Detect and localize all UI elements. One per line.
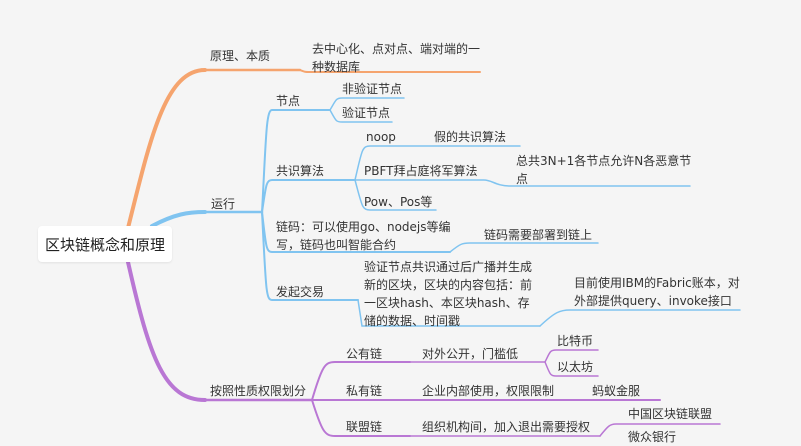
edge-operation-initiate bbox=[261, 211, 359, 301]
node-principle[interactable]: 原理、本质 bbox=[210, 49, 271, 63]
edge-root-permission bbox=[126, 260, 207, 402]
node-china-alliance[interactable]: 中国区块链联盟 bbox=[628, 407, 713, 421]
node-non-verify[interactable]: 非验证节点 bbox=[342, 82, 403, 96]
node-noop[interactable]: noop bbox=[366, 130, 396, 144]
edge-principle-desc bbox=[299, 69, 481, 73]
edge-public-ethereum bbox=[544, 361, 599, 377]
node-ant[interactable]: 蚂蚁金服 bbox=[592, 384, 641, 398]
node-principle-desc[interactable]: 去中心化、点对点、端对端的一种数据库 bbox=[312, 42, 481, 74]
node-pbft[interactable]: PBFT拜占庭将军算法 bbox=[364, 164, 478, 178]
root-node[interactable]: 区块链概念和原理 bbox=[38, 226, 172, 262]
edge-operation-consensus bbox=[261, 179, 356, 213]
node-tx-desc[interactable]: 验证节点共识通过后广播并生成新的区块，区块的内容包括：前一区块hash、本区块h… bbox=[364, 260, 533, 328]
edge-permission-public bbox=[311, 361, 411, 401]
edge-operation-node bbox=[261, 109, 331, 213]
edge-initiate-tx bbox=[357, 299, 541, 327]
edge-public-bitcoin bbox=[544, 349, 599, 363]
edge-chaincode-deploy bbox=[449, 242, 599, 253]
node-node[interactable]: 节点 bbox=[276, 94, 301, 108]
node-operation[interactable]: 运行 bbox=[211, 197, 236, 211]
edge-tx-fabric bbox=[539, 309, 741, 327]
node-public-desc[interactable]: 对外公开，门槛低 bbox=[422, 347, 519, 361]
node-chaincode[interactable]: 链码：可以使用go、nodejs等编写，链码也叫智能合约 bbox=[276, 220, 451, 252]
edge-root-principle bbox=[126, 68, 207, 230]
edge-root-operation bbox=[150, 210, 207, 228]
node-chaincode-deploy[interactable]: 链码需要部署到链上 bbox=[484, 228, 593, 242]
edge-node-nonverify bbox=[329, 97, 405, 111]
edge-consensus-noop bbox=[354, 145, 521, 181]
node-pow-pos[interactable]: Pow、Pos等 bbox=[364, 195, 433, 209]
edge-permission-consortium bbox=[311, 399, 411, 437]
node-private-desc[interactable]: 企业内部使用，权限限制 bbox=[422, 384, 555, 398]
edge-consensus-powpos bbox=[354, 179, 437, 211]
node-consortium-desc[interactable]: 组织机构间，加入退出需要授权 bbox=[422, 420, 591, 434]
node-verify[interactable]: 验证节点 bbox=[342, 106, 391, 120]
node-bitcoin[interactable]: 比特币 bbox=[557, 334, 594, 348]
node-public-chain[interactable]: 公有链 bbox=[346, 347, 383, 361]
node-fabric-desc[interactable]: 目前使用IBM的Fabric账本，对外部提供query、invoke接口 bbox=[574, 276, 740, 308]
node-permission[interactable]: 按照性质权限划分 bbox=[210, 384, 307, 398]
node-private-chain[interactable]: 私有链 bbox=[346, 384, 383, 398]
node-initiate-tx[interactable]: 发起交易 bbox=[276, 285, 325, 299]
node-pbft-desc[interactable]: 总共3N+1各节点允许N各恶意节点 bbox=[516, 154, 692, 186]
node-consensus[interactable]: 共识算法 bbox=[276, 164, 325, 178]
node-webank[interactable]: 微众银行 bbox=[628, 430, 677, 444]
node-fake-consensus[interactable]: 假的共识算法 bbox=[434, 130, 507, 144]
edge-node-verify bbox=[329, 109, 393, 123]
node-ethereum[interactable]: 以太坊 bbox=[557, 360, 594, 374]
node-consortium-chain[interactable]: 联盟链 bbox=[346, 420, 383, 434]
edge-consensus-pbft bbox=[354, 179, 691, 187]
edge-consortium-china bbox=[599, 423, 721, 437]
